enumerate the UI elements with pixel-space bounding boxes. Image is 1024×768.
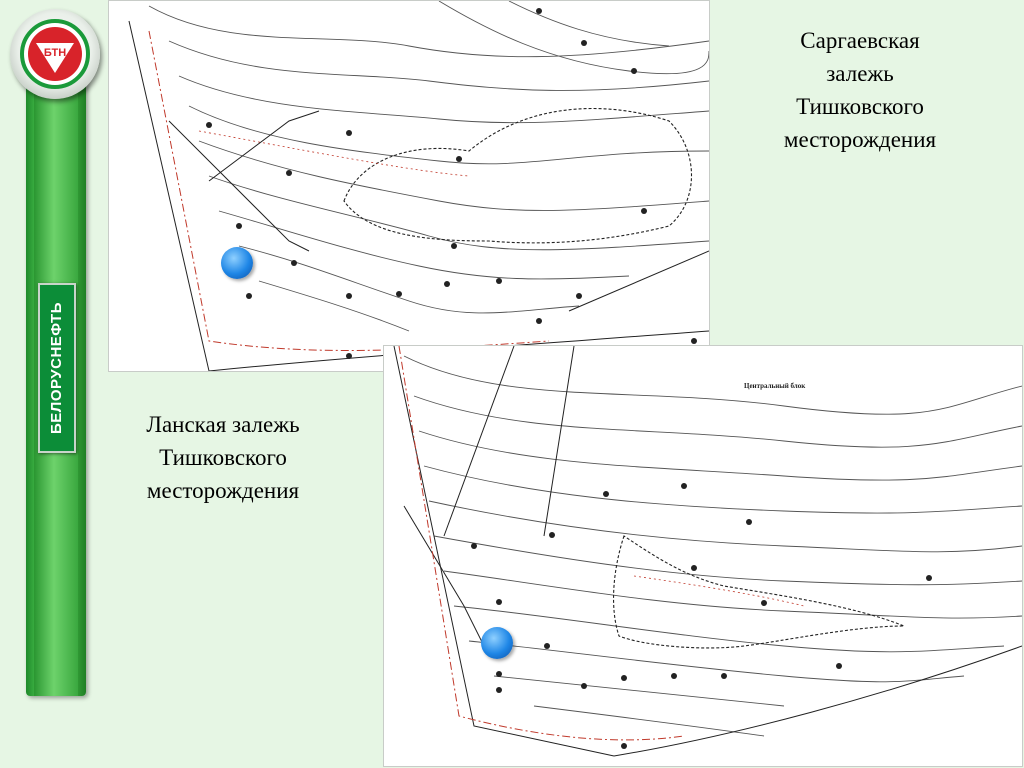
caption-line: Тишковского	[159, 445, 287, 470]
caption-line: залежь	[826, 61, 894, 86]
lanskaya-caption: Ланская залежь Тишковского месторождения	[108, 408, 338, 507]
caption-line: Тишковского	[796, 94, 924, 119]
top-map-location-marker	[221, 247, 253, 279]
caption-line: Саргаевская	[800, 28, 920, 53]
sargaevskaya-map	[108, 0, 710, 372]
company-logo: БТН	[10, 9, 100, 99]
lanskaya-map: Центральный блок	[383, 345, 1023, 767]
caption-line: месторождения	[783, 127, 937, 152]
bottom-map-location-marker	[481, 627, 513, 659]
brand-vertical-label: БЕЛОРУСНЕФТЬ	[48, 302, 65, 434]
caption-line: месторождения	[146, 478, 300, 503]
sargaevskaya-contour-map	[128, 1, 709, 371]
brand-label-box: БЕЛОРУСНЕФТЬ	[38, 283, 76, 453]
lanskaya-contour-map: Центральный блок	[393, 346, 1022, 757]
logo-emblem-icon: БТН	[20, 19, 90, 89]
caption-line: Ланская залежь	[146, 412, 300, 437]
central-block-label: Центральный блок	[744, 382, 806, 390]
sargaevskaya-caption: Саргаевская залежь Тишковского месторожд…	[740, 24, 980, 156]
logo-text: БТН	[44, 47, 66, 59]
